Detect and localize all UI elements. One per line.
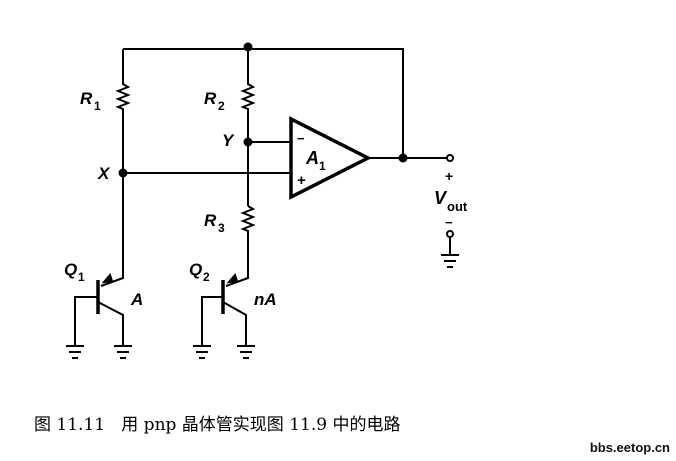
r3-resistor: [225, 205, 256, 287]
q2-base-lead: [193, 296, 223, 359]
q1-area-label: A: [130, 290, 143, 309]
q2-collector: [222, 301, 255, 359]
opamp-label: A: [305, 148, 319, 168]
r1-subscript: 1: [94, 99, 101, 113]
opamp-minus-label: −: [297, 131, 305, 146]
r1-resistor: [100, 49, 131, 287]
q2-emitter-arrow: [226, 273, 239, 284]
q2-area-label: nA: [254, 290, 277, 309]
node-y-label: Y: [222, 131, 235, 150]
r2-label: R: [204, 89, 217, 108]
q1-base-lead: [66, 296, 98, 359]
q1-label: Q: [64, 260, 77, 279]
top-wire: [123, 48, 404, 158]
vout-terminal-plus: [446, 154, 454, 162]
q1-emitter-arrow: [101, 273, 114, 284]
vout-minus-label: −: [445, 215, 453, 230]
r2-subscript: 2: [218, 99, 225, 113]
r3-subscript: 3: [218, 221, 225, 235]
r3-label: R: [204, 211, 217, 230]
vout-ground: [441, 237, 459, 268]
q1-collector: [97, 301, 132, 359]
q2-subscript: 2: [203, 270, 210, 284]
r1-label: R: [80, 89, 93, 108]
figure-caption: 图 11.11 用 pnp 晶体管实现图 11.9 中的电路: [34, 415, 401, 435]
opamp-plus-label: +: [297, 172, 306, 189]
vout-label: V: [434, 188, 448, 208]
opamp-a1: [289, 116, 372, 200]
vout-plus-label: +: [445, 168, 453, 184]
junction-output: [398, 153, 408, 163]
q1-subscript: 1: [78, 270, 85, 284]
vout-terminal-minus: [446, 230, 454, 238]
vout-subscript: out: [447, 199, 468, 214]
r2-resistor: [240, 49, 256, 206]
watermark: bbs.eetop.cn: [589, 440, 670, 455]
opamp-subscript: 1: [319, 159, 326, 173]
q2-label: Q: [189, 260, 202, 279]
node-x-label: X: [97, 164, 111, 183]
